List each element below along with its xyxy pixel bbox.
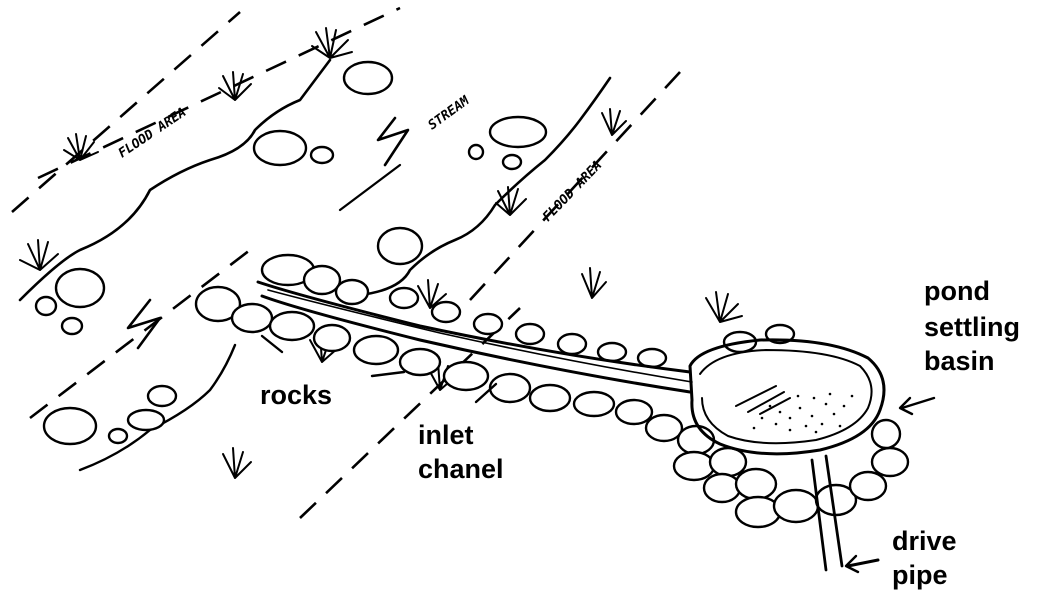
label-rocks: rocks xyxy=(260,380,332,410)
channel-rock xyxy=(516,324,544,344)
stone xyxy=(254,131,306,165)
channel-rock xyxy=(678,426,714,454)
stream-bank-lower xyxy=(80,345,235,470)
grass-tuft xyxy=(706,292,742,322)
channel-rock xyxy=(850,472,886,500)
channel-rock xyxy=(314,325,350,351)
stone xyxy=(148,386,176,406)
settling-basin xyxy=(690,340,884,454)
stone xyxy=(311,147,333,163)
label-settling: settling xyxy=(924,312,1020,342)
stone xyxy=(44,408,96,444)
grass-tuft xyxy=(64,134,98,160)
arrow-to-basin xyxy=(902,398,934,408)
flood-area-left-note: FLOOD AREA xyxy=(116,105,189,161)
stone xyxy=(469,145,483,159)
channel-rock xyxy=(444,362,488,390)
stone xyxy=(62,318,82,334)
channel-rock xyxy=(616,400,652,424)
flood-boundary-upper-left xyxy=(12,12,240,212)
label-pond: pond xyxy=(924,276,990,306)
channel-rock xyxy=(474,314,502,334)
label-basin: basin xyxy=(924,346,995,376)
grass-tuft xyxy=(219,72,251,100)
label-pipe: pipe xyxy=(892,560,948,590)
stone xyxy=(503,155,521,169)
channel-rock xyxy=(270,312,314,340)
stone xyxy=(36,297,56,315)
basin-flow-marks xyxy=(736,386,790,414)
stone xyxy=(490,117,546,147)
channel-rock xyxy=(390,288,418,308)
channel-rock xyxy=(674,452,714,480)
labels: pond settling basin rocks inlet chanel d… xyxy=(260,276,1020,590)
flow-squiggle-upper xyxy=(378,118,408,165)
stone xyxy=(344,62,392,94)
grass-tuft xyxy=(602,109,626,135)
arrow-to-channel xyxy=(372,372,404,376)
channel-rock xyxy=(432,302,460,322)
basin-sediment xyxy=(753,393,854,434)
flood-boundary-upper-mid xyxy=(38,8,400,178)
channel-rock xyxy=(354,336,398,364)
channel-rock xyxy=(774,490,818,522)
channel-rock xyxy=(872,448,908,476)
channel-rock xyxy=(490,374,530,402)
channel-rock xyxy=(400,349,440,375)
channel-rock xyxy=(336,280,368,304)
channel-rock xyxy=(736,469,776,499)
channel-rock xyxy=(872,420,900,448)
stone xyxy=(56,269,104,307)
channel-rock xyxy=(736,497,780,527)
stream-center-line xyxy=(340,165,400,210)
label-drive: drive xyxy=(892,526,957,556)
flood-area-right-note: FLOOD AREA xyxy=(540,158,605,225)
grass-tuft xyxy=(223,448,251,478)
channel-rock xyxy=(304,266,340,294)
channel-rock xyxy=(704,474,740,502)
channel-rock xyxy=(232,304,272,332)
stone xyxy=(128,410,164,430)
pointer-arrows xyxy=(262,336,934,572)
basin-inner-rim xyxy=(700,350,872,443)
basin-outer-rim xyxy=(690,340,884,454)
stream-note: STREAM xyxy=(426,93,474,133)
channel-rock xyxy=(646,415,682,441)
stone xyxy=(109,429,127,443)
handwritten-annotations: FLOOD AREA STREAM FLOOD AREA xyxy=(116,93,605,225)
grass-tuft xyxy=(582,268,606,298)
channel-rock xyxy=(574,392,614,416)
label-chanel: chanel xyxy=(418,454,504,484)
stone xyxy=(378,228,422,264)
grass-tuft xyxy=(20,240,58,270)
channel-rock xyxy=(558,334,586,354)
label-inlet: inlet xyxy=(418,420,474,450)
channel-rock xyxy=(530,385,570,411)
channel-rock xyxy=(710,448,746,476)
